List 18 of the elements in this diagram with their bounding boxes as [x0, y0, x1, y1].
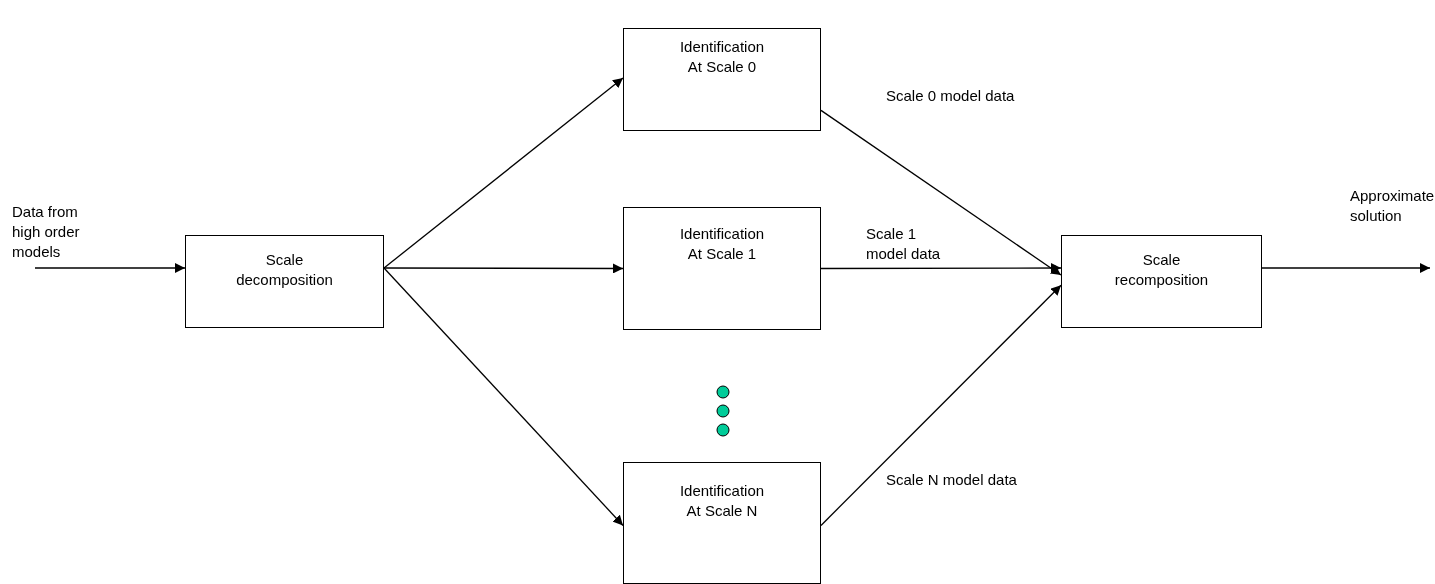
box-label: Identification At Scale N — [678, 481, 766, 521]
arrow — [1261, 263, 1431, 273]
arrow — [34, 263, 186, 273]
process-box — [1061, 235, 1262, 328]
box-label: Identification At Scale 1 — [678, 224, 766, 264]
box-label: Scale recomposition — [1113, 250, 1210, 290]
process-box — [185, 235, 384, 328]
arrow — [383, 267, 624, 527]
process-box — [623, 28, 821, 131]
arrow — [383, 263, 624, 274]
arrow — [820, 284, 1062, 527]
arrow — [383, 77, 624, 269]
process-box — [623, 462, 821, 584]
box-label: Identification At Scale 0 — [678, 37, 766, 77]
box-label: Scale decomposition — [235, 250, 334, 290]
process-box — [623, 207, 821, 330]
arrow — [820, 263, 1062, 274]
arrow — [820, 109, 1062, 276]
